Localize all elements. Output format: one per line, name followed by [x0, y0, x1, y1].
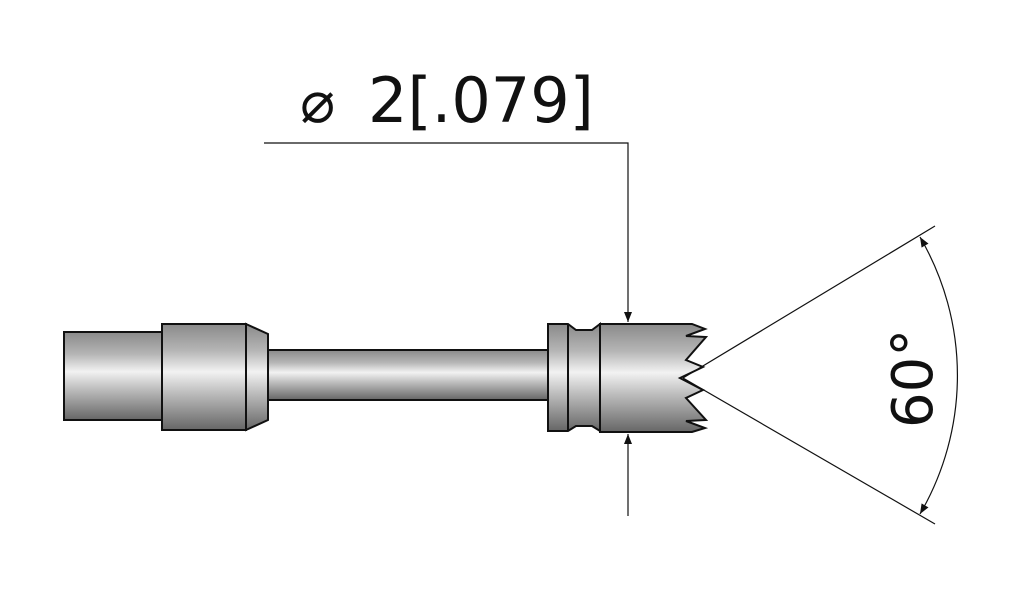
- cutter-head: [599, 323, 709, 433]
- tool-part: [63, 322, 709, 433]
- rod: [267, 349, 551, 401]
- collar-chamfer: [245, 322, 269, 432]
- diameter-symbol: ⌀: [300, 68, 335, 136]
- diameter-value: 2[.079]: [368, 64, 594, 137]
- shank: [63, 331, 163, 421]
- collar: [161, 323, 247, 431]
- angle-dimension: [682, 225, 959, 525]
- angle-value: 60°: [881, 329, 946, 428]
- diameter-dimension: [264, 142, 632, 516]
- cutter-ring: [547, 322, 601, 433]
